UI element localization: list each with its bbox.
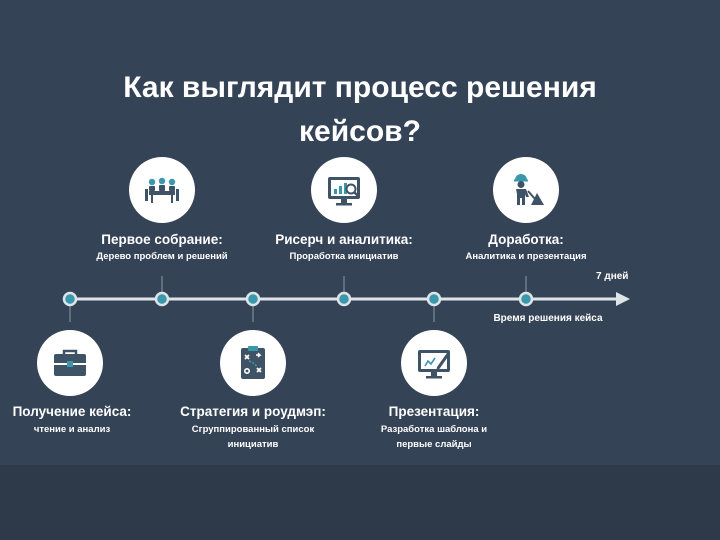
worker-icon [514, 174, 544, 205]
strategy-board-icon [241, 346, 265, 379]
step-subtitle: чтение и анализ [33, 424, 111, 435]
step-subtitle: Дерево проблем и решений [96, 251, 228, 262]
slide [0, 0, 720, 465]
step-title: Первое собрание: [101, 232, 223, 247]
step-subtitle: Сгруппированный список инициатив [191, 424, 315, 450]
timeline-dot [518, 291, 534, 307]
step-icon-circle [401, 330, 467, 396]
presentation-pen-icon [418, 350, 450, 379]
timeline-dot [336, 291, 352, 307]
timeline-end-label: 7 дней [596, 271, 629, 282]
step-icon-circle [37, 330, 103, 396]
step-title: Презентация: [388, 404, 480, 419]
briefcase-icon [54, 349, 86, 376]
step-subtitle: Аналитика и презентация [465, 251, 587, 262]
timeline-dot [154, 291, 170, 307]
step-title: Доработка: [488, 232, 564, 247]
step-title: Рисерч и аналитика: [275, 232, 413, 247]
step-icon-circle [129, 157, 195, 223]
timeline-dot [62, 291, 78, 307]
step-icon-circle [311, 157, 377, 223]
timeline-dot [245, 291, 261, 307]
step-subtitle: Разработка шаблона и первые слайды [380, 424, 488, 450]
page-title: Как выглядит процесс решения кейсов? [123, 71, 597, 148]
timeline [62, 276, 630, 322]
timeline-dot [426, 291, 442, 307]
timeline-caption: Время решения кейса [493, 313, 603, 324]
bottom-band [0, 465, 720, 540]
timeline-arrow [616, 292, 630, 306]
step-icon-circle [493, 157, 559, 223]
step-title: Стратегия и роудмэп: [180, 404, 326, 419]
step-subtitle: Проработка инициатив [289, 251, 399, 262]
analytics-monitor-icon [328, 177, 360, 206]
meeting-icon [145, 177, 179, 203]
step-icon-circle [220, 330, 286, 396]
step-title: Получение кейса: [12, 404, 132, 419]
